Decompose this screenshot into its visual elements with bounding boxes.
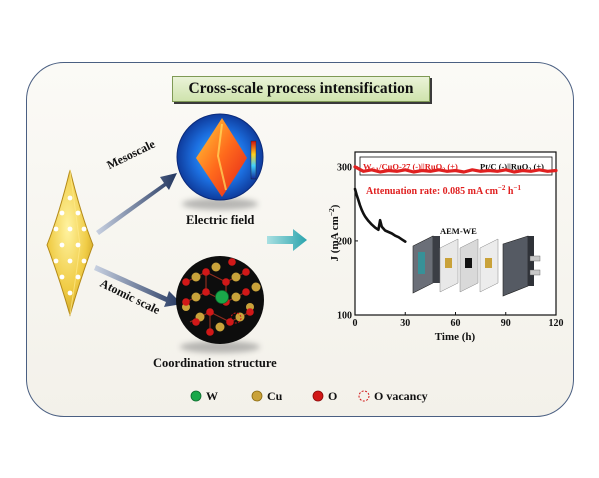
x-tick-label: 60: [451, 318, 461, 329]
x-axis-label: Time (h): [435, 331, 476, 343]
coordination-structure-sphere: [176, 256, 264, 353]
legend-markers: [190, 390, 370, 402]
legend-cu-icon: [251, 390, 263, 402]
figure-title: Cross-scale process intensification: [172, 76, 430, 102]
electric-field-sphere: [176, 113, 264, 210]
y-tick-label: 200: [337, 236, 352, 247]
x-tick-label: 90: [501, 318, 511, 329]
x-tick-label: 120: [549, 318, 564, 329]
stability-chart: WSA/CuO-27 (-)||RuO2 (+) Pt/C (-)||RuO2 …: [327, 151, 564, 343]
legend-label-cu: Cu: [267, 389, 283, 403]
legend-label-o-vacancy: O vacancy: [374, 389, 428, 403]
y-axis-label: J (mA cm−2): [327, 204, 341, 261]
atomic-scale-arrow-icon: [94, 265, 182, 307]
series-lines: [353, 165, 558, 243]
attenuation-annotation: Attenuation rate: 0.085 mA cm−2 h−1: [366, 184, 521, 197]
legend-label-o: O: [328, 389, 338, 403]
coordination-structure-caption: Coordination structure: [153, 356, 277, 370]
legend-label-w: W: [206, 389, 218, 403]
axis-ticks: 0 30 60 90 120 100 200 300: [337, 162, 564, 329]
diamond-crystal-icon: [46, 169, 94, 317]
legend-w-icon: [190, 390, 202, 402]
y-tick-label: 300: [337, 162, 352, 173]
aem-we-device-icon: AEM-WE: [412, 226, 541, 297]
mesoscale-arrow-icon: [96, 173, 177, 235]
y-tick-label: 100: [337, 311, 352, 322]
legend-o-icon: [312, 390, 324, 402]
x-tick-label: 30: [400, 318, 410, 329]
process-arrow-icon: [267, 229, 307, 251]
legend-o-vacancy-icon: [358, 390, 370, 402]
electric-field-caption: Electric field: [186, 213, 255, 227]
x-tick-label: 0: [353, 318, 358, 329]
device-label: AEM-WE: [440, 226, 477, 236]
series-line-ptc: [353, 187, 407, 243]
series-line-wsa: [353, 165, 558, 174]
